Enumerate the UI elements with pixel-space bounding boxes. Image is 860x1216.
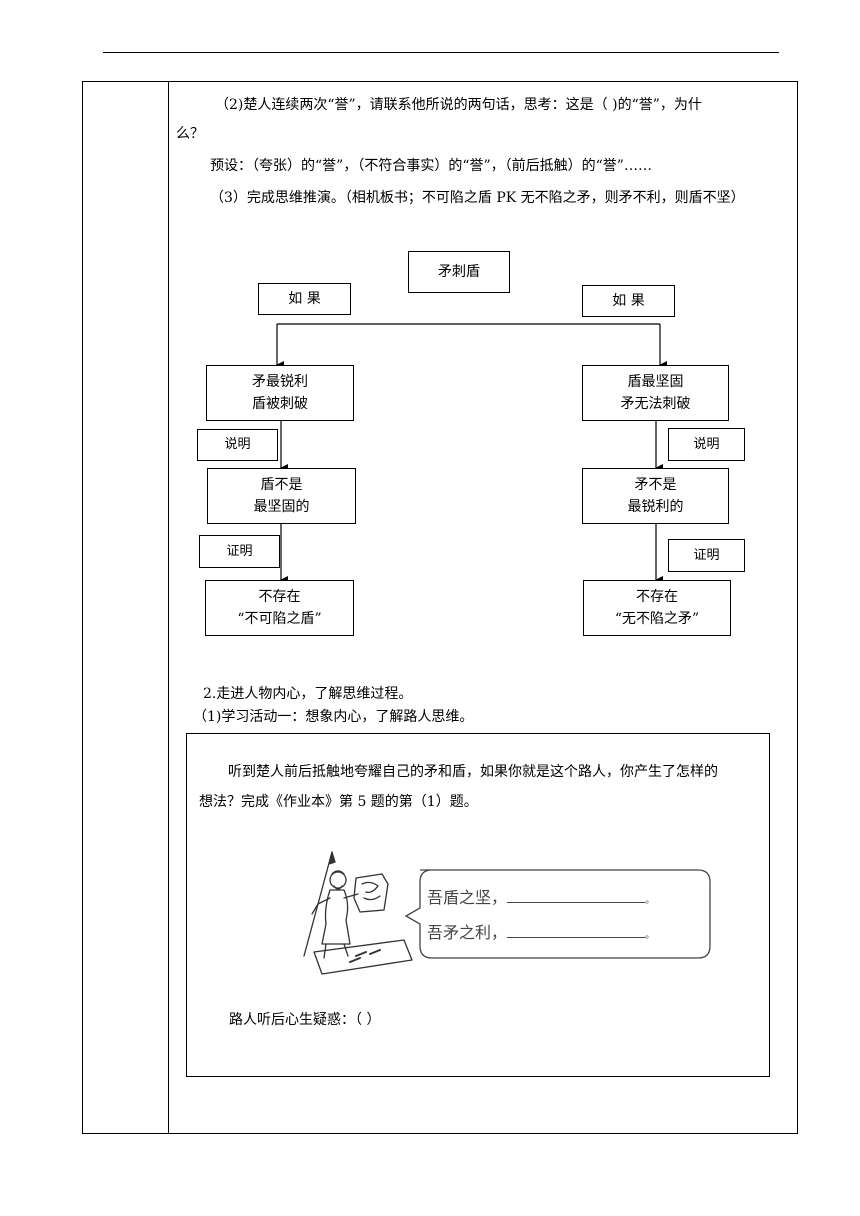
bubble-line-1: 吾盾之坚，。: [427, 888, 656, 907]
left-result-box: 盾不是 最坚固的: [207, 468, 356, 524]
merchant-illustration: [303, 851, 413, 975]
explain-left-box: 说明: [197, 429, 278, 461]
table-column-divider: [168, 81, 169, 1134]
right-result-box: 矛不是 最锐利的: [582, 468, 729, 524]
right-premise-box: 盾最坚固 矛无法刺破: [582, 365, 729, 421]
question-2-line-2: 么？: [176, 126, 204, 142]
prove-left-box: 证明: [199, 535, 280, 568]
prove-right-box: 证明: [668, 539, 745, 572]
left-conclusion-box: 不存在 “不可陷之盾”: [205, 580, 354, 636]
section-2-heading: 2.走进人物内心，了解思维过程。: [203, 686, 413, 702]
task-line-1: 听到楚人前后抵触地夸耀自己的矛和盾，如果你就是这个路人，你产生了怎样的: [228, 764, 718, 780]
header-rule: [103, 52, 779, 53]
activity-1-heading: （1)学习活动一：想象内心，了解路人思维。: [193, 709, 474, 725]
left-premise-box: 矛最锐利 盾被刺破: [206, 365, 354, 421]
if-right-box: 如 果: [582, 285, 675, 317]
passerby-doubt: 路人听后心生疑惑：（ ）: [229, 1012, 381, 1028]
speech-bubble: [404, 869, 711, 959]
preset-answer: 预设：（夸张）的“誉”，（不符合事实）的“誉”，（前后抵触）的“誉”……: [210, 158, 652, 174]
activity-box: [186, 733, 770, 1077]
task-line-2: 想法？完成《作业本》第 5 题的第（1）题。: [199, 794, 478, 810]
diagram-top-box: 矛刺盾: [408, 251, 510, 293]
question-3: （3）完成思维推演。（相机板书；不可陷之盾 PK 无不陷之矛，则矛不利，则盾不坚…: [210, 190, 745, 206]
question-2-line-1: （2)楚人连续两次“誉”，请联系他所说的两句话，思考：这是（ )的“誉”，为什: [215, 97, 702, 113]
if-left-box: 如 果: [258, 283, 351, 315]
right-conclusion-box: 不存在 “无不陷之矛”: [583, 580, 731, 636]
lesson-table: [82, 81, 798, 1134]
explain-right-box: 说明: [668, 428, 745, 461]
bubble-line-2: 吾矛之利，。: [427, 923, 656, 942]
